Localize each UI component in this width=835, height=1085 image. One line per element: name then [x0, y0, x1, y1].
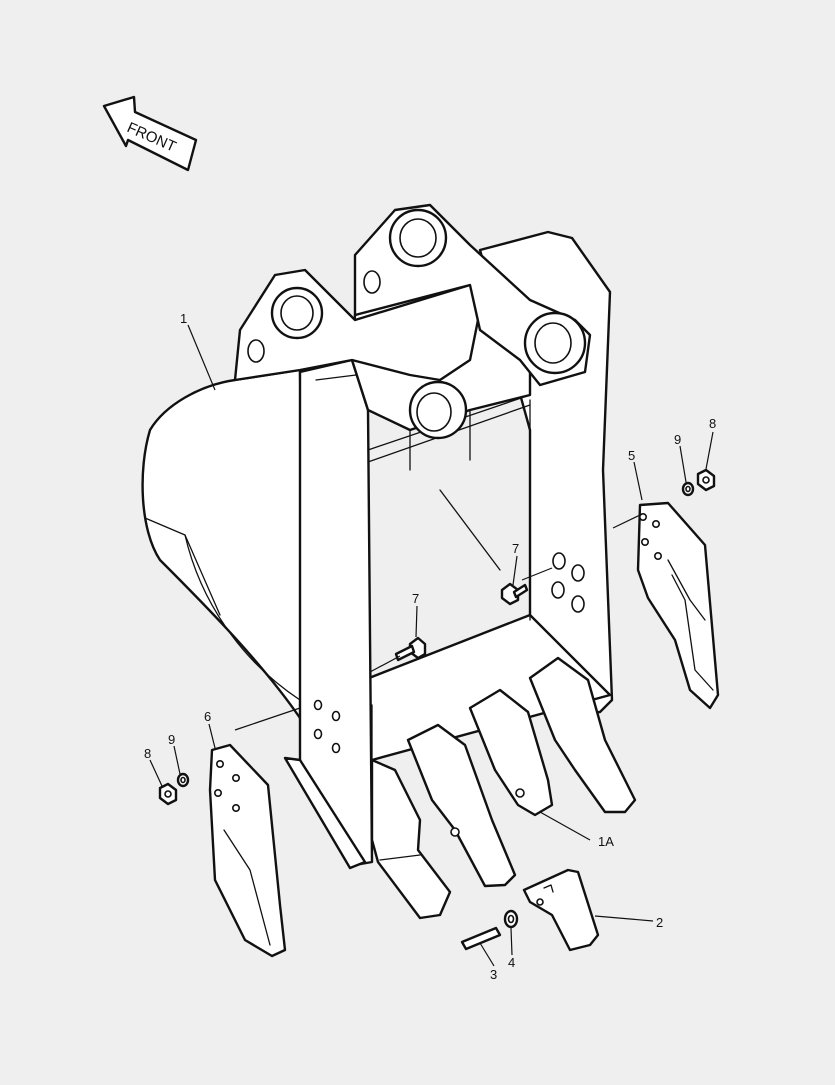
callout-6: 6	[204, 709, 211, 724]
callout-labels: 1 5 9 8 6 9 8 7 7 1A 2 3 4	[144, 311, 716, 982]
callout-3: 3	[490, 967, 497, 982]
tooth-pin	[460, 926, 502, 951]
callout-7-right: 7	[512, 541, 519, 556]
pin-washer	[503, 909, 519, 929]
callout-9-right: 9	[674, 432, 681, 447]
callout-8-left: 8	[144, 746, 151, 761]
tooth-point	[522, 868, 600, 952]
nut-right	[696, 468, 716, 492]
side-cutter-right	[636, 501, 720, 710]
bucket-body	[141, 203, 614, 870]
front-arrow: FRONT	[102, 95, 198, 172]
bolt-right	[500, 582, 529, 606]
callout-1a: 1A	[598, 834, 614, 849]
leader-lines	[149, 324, 714, 967]
callout-5: 5	[628, 448, 635, 463]
bucket-teeth	[370, 656, 637, 920]
callout-9-left: 9	[168, 732, 175, 747]
bolt-left	[394, 636, 427, 662]
washer-right	[681, 481, 695, 497]
callout-8-right: 8	[709, 416, 716, 431]
washer-left	[176, 772, 190, 788]
side-cutter-left	[208, 743, 287, 958]
nut-left	[158, 782, 178, 806]
callout-7-left: 7	[412, 591, 419, 606]
callout-2: 2	[656, 915, 663, 930]
callout-1: 1	[180, 311, 187, 326]
callout-4: 4	[508, 955, 515, 970]
